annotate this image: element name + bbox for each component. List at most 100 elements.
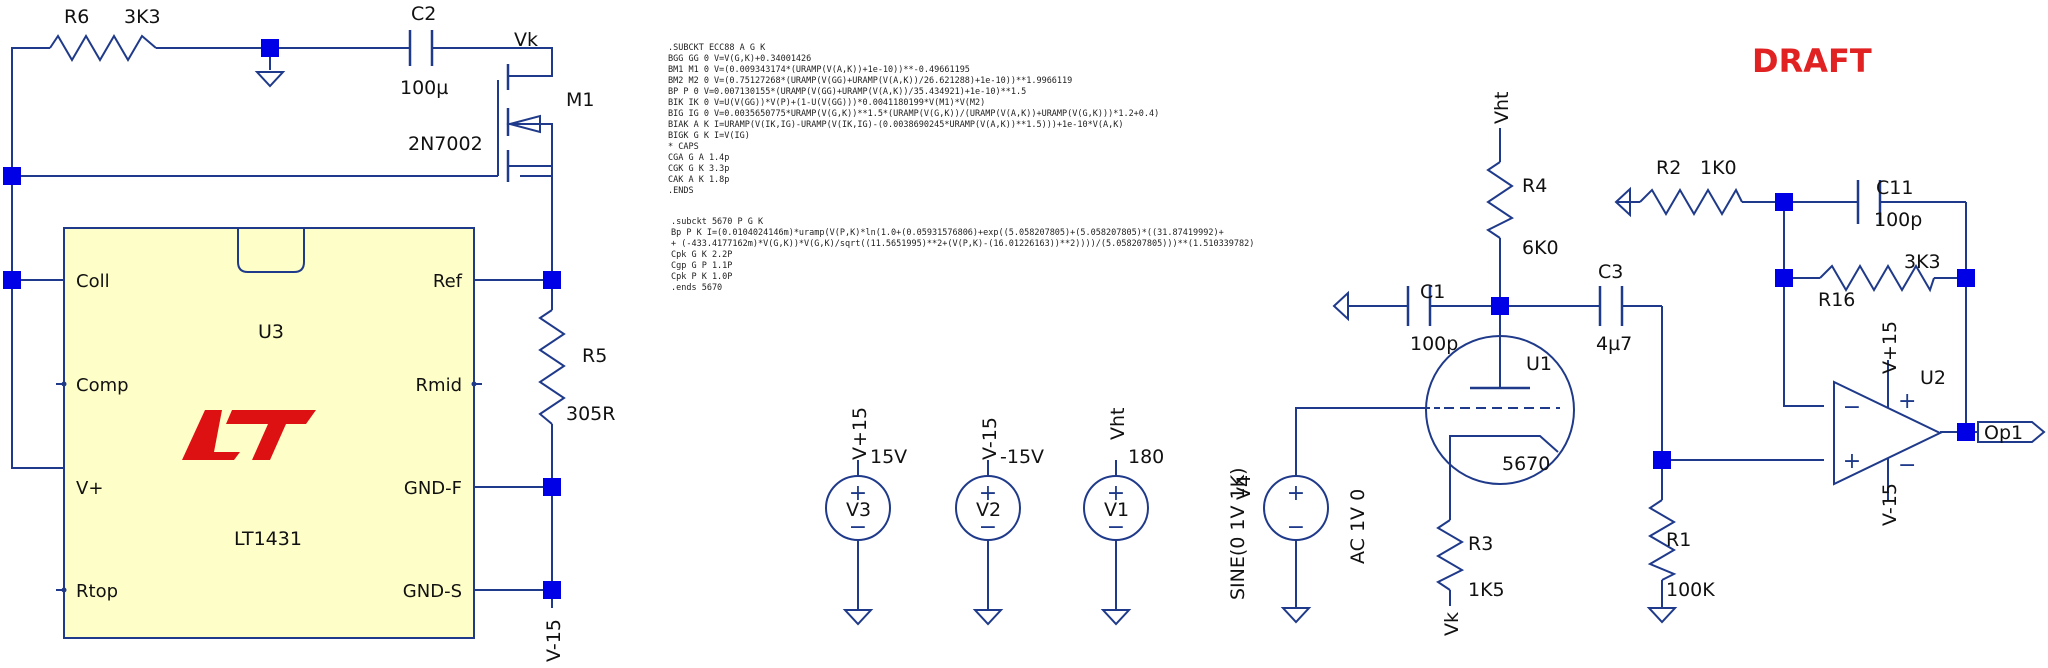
m1-ref: M1 bbox=[566, 89, 594, 111]
spice-5670-line-3: Cpk G K 2.2P bbox=[671, 250, 732, 260]
net-label-v-15-u3: V-15 bbox=[543, 619, 565, 662]
u3-pin-comp: Comp bbox=[76, 375, 129, 396]
net-label-v-15-u2: V-15 bbox=[1879, 483, 1901, 526]
junctions-right bbox=[1491, 193, 1975, 469]
u3-pin-dot-comp bbox=[61, 381, 67, 387]
capacitor-c3 bbox=[1598, 286, 1624, 326]
r2-ref: R2 bbox=[1656, 157, 1681, 179]
resistor-r16 bbox=[1819, 264, 1935, 293]
net-label-v-15-v2: V-15 bbox=[979, 417, 1001, 460]
opamp-u2 bbox=[1833, 360, 1943, 500]
u3-pin-dot-rtop bbox=[61, 587, 67, 593]
spice-ecc88-line-4: BP P 0 V=0.007130155*(URAMP(V(GG)+URAMP(… bbox=[668, 87, 1026, 97]
net-label-vk-r3: Vk bbox=[1441, 612, 1463, 636]
spice-5670-line-5: Cpk P K 1.0P bbox=[671, 272, 732, 282]
r1-ref: R1 bbox=[1666, 529, 1691, 551]
svg-text:+: + bbox=[979, 481, 997, 506]
svg-text:+: + bbox=[849, 481, 867, 506]
r6-ref: R6 bbox=[64, 6, 89, 28]
net-label-op1: Op1 bbox=[1984, 422, 2023, 444]
tube-u1 bbox=[1424, 335, 1575, 485]
u3-pin-rmid: Rmid bbox=[416, 375, 462, 396]
spice-5670-line-4: Cgp G P 1.1P bbox=[671, 261, 732, 271]
gnd-symbol-c1 bbox=[1332, 290, 1360, 322]
v3-ref: V3 bbox=[846, 499, 871, 521]
v1-ref: V1 bbox=[1104, 499, 1129, 521]
spice-ecc88-line-8: BIGK G K I=V(IG) bbox=[668, 131, 750, 141]
resistor-r6 bbox=[49, 34, 157, 62]
c1-value: 100p bbox=[1410, 333, 1458, 355]
c11-ref: C11 bbox=[1876, 177, 1913, 199]
u3-pin-ref: Ref bbox=[433, 271, 463, 292]
v2-ref: V2 bbox=[976, 499, 1001, 521]
spice-ecc88-line-2: BM1 M1 0 V=(0.009343174*(URAMP(V(A,K))+1… bbox=[668, 65, 970, 75]
spice-ecc88-line-13: .ENDS bbox=[668, 186, 694, 196]
capacitor-c11 bbox=[1856, 180, 1882, 224]
spice-ecc88-line-7: BIAK A K I=URAMP(V(IK,IG)-URAMP(V(IK,IG)… bbox=[668, 120, 1123, 130]
source-v1 bbox=[1083, 460, 1149, 626]
svg-text:+: + bbox=[1898, 389, 1916, 414]
u1-ref: U1 bbox=[1526, 353, 1552, 375]
gnd-symbol-r2 bbox=[1614, 186, 1631, 218]
spice-ecc88-line-3: BM2 M2 0 V=(0.75127268*(URAMP(V(GG)+URAM… bbox=[668, 76, 1072, 86]
c3-value: 4µ7 bbox=[1596, 333, 1632, 355]
capacitor-c1 bbox=[1406, 286, 1432, 326]
resistor-r4 bbox=[1486, 161, 1514, 239]
r4-value: 6K0 bbox=[1522, 237, 1559, 259]
u3-pin-rtop: Rtop bbox=[76, 581, 118, 602]
c2-value: 100µ bbox=[400, 77, 448, 99]
resistor-r5 bbox=[538, 309, 566, 425]
m1-value: 2N7002 bbox=[408, 133, 483, 155]
port-op1 bbox=[1977, 421, 2046, 443]
svg-text:−: − bbox=[849, 515, 867, 540]
source-v2 bbox=[955, 460, 1021, 626]
u3-pin-gndf: GND-F bbox=[404, 478, 462, 499]
u3-value: LT1431 bbox=[234, 528, 302, 550]
u1-value: 5670 bbox=[1502, 453, 1550, 475]
svg-text:−: − bbox=[979, 515, 997, 540]
spice-ecc88-line-5: BIK IK 0 V=U(V(GG))*V(P)+(1-U(V(GG)))*0.… bbox=[668, 98, 985, 108]
c11-value: 100p bbox=[1874, 209, 1922, 231]
net-label-vht-r4: Vht bbox=[1491, 92, 1513, 125]
spice-ecc88-line-1: BGG GG 0 V=V(G,K)+0.34001426 bbox=[668, 54, 811, 64]
mosfet-m1 bbox=[497, 64, 552, 182]
r6-value: 3K3 bbox=[124, 6, 161, 28]
r5-ref: R5 bbox=[582, 345, 607, 367]
u3-pin-dot-rmid bbox=[471, 381, 477, 387]
svg-text:+: + bbox=[1843, 449, 1861, 474]
resistor-r1 bbox=[1646, 499, 1678, 624]
c2-ref: C2 bbox=[411, 3, 436, 25]
spice-5670-line-0: .subckt 5670 P G K bbox=[671, 217, 764, 227]
spice-ecc88-line-10: CGA G A 1.4p bbox=[668, 153, 729, 163]
c3-ref: C3 bbox=[1598, 261, 1623, 283]
v4-value: SINE(0 1V 1K) bbox=[1227, 467, 1249, 600]
u2-ref: U2 bbox=[1920, 367, 1946, 389]
svg-text:−: − bbox=[1287, 515, 1305, 540]
source-v3 bbox=[825, 460, 891, 626]
resistor-r3 bbox=[1436, 519, 1465, 591]
u3-pin-coll: Coll bbox=[76, 271, 110, 292]
v1-value: 180 bbox=[1128, 446, 1164, 468]
spice-ecc88-line-0: .SUBCKT ECC88 A G K bbox=[668, 43, 766, 53]
u3-ref: U3 bbox=[258, 321, 284, 343]
v3-value: 15V bbox=[870, 446, 907, 468]
spice-ecc88-line-12: CAK A K 1.8p bbox=[668, 175, 729, 185]
v4-ac: AC 1V 0 bbox=[1347, 489, 1369, 564]
source-v4 bbox=[1263, 475, 1329, 624]
svg-text:+: + bbox=[1287, 481, 1305, 506]
u3-pin-vplus: V+ bbox=[76, 478, 103, 499]
spice-5670-line-6: .ends 5670 bbox=[671, 283, 722, 293]
svg-text:+: + bbox=[1107, 481, 1125, 506]
spice-ecc88-line-9: * CAPS bbox=[668, 142, 699, 152]
c1-ref: C1 bbox=[1420, 281, 1445, 303]
draft-label: DRAFT bbox=[1752, 42, 1872, 80]
spice-ecc88-line-6: BIG IG 0 V=0.0035650775*URAMP(V(G,K))**1… bbox=[668, 109, 1159, 119]
r3-value: 1K5 bbox=[1468, 579, 1505, 601]
gnd-symbol-r6 bbox=[254, 71, 286, 88]
r5-value: 305R bbox=[566, 403, 615, 425]
r1-value: 100K bbox=[1666, 579, 1715, 601]
net-label-v+15-u2: V+15 bbox=[1879, 321, 1901, 374]
wires-opamp bbox=[1616, 201, 1978, 433]
spice-ecc88-line-11: CGK G K 3.3p bbox=[668, 164, 729, 174]
